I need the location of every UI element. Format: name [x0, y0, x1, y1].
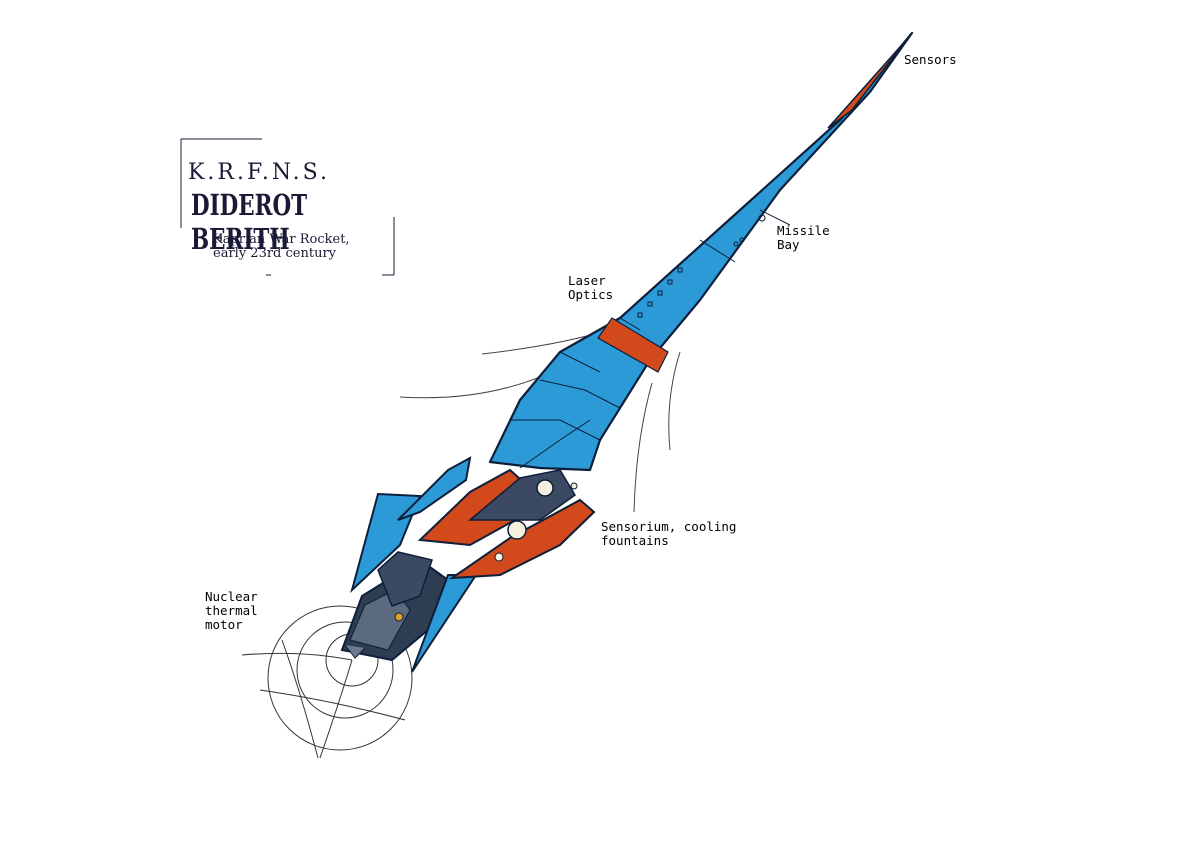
vessel-name: DIDEROT BERITH [191, 188, 308, 256]
label-text: Optics [568, 287, 614, 302]
label-text: motor [205, 617, 243, 632]
label-text: Sensors [904, 52, 957, 67]
label-text: Bay [777, 237, 800, 252]
label-text: fountains [601, 533, 669, 548]
label-text: Missile [777, 223, 830, 238]
label-missile-bay: Missile Bay [777, 224, 830, 252]
sensorium-cluster [417, 468, 596, 580]
subtitle-line: early 23rd century [213, 246, 337, 261]
label-text: Sensorium, cooling [601, 519, 737, 534]
subtitle-line: Kaprian War Rocket, [213, 232, 350, 247]
label-sensors: Sensors [904, 53, 957, 67]
engine-motor [340, 551, 450, 662]
label-text: thermal [205, 603, 258, 618]
exhaust-rings [241, 605, 413, 759]
label-sensorium: Sensorium, cooling fountains [601, 520, 736, 548]
vessel-subtitle: Kaprian War Rocket, early 23rd century [213, 233, 350, 261]
label-text: Laser [568, 273, 606, 288]
label-text: Nuclear [205, 589, 258, 604]
title-frame [180, 138, 395, 276]
label-nuclear-motor: Nuclear thermal motor [205, 590, 258, 632]
main-hull [488, 31, 914, 472]
tail-fins [350, 456, 478, 673]
title-prefix: K.R.F.N.S. [188, 160, 330, 185]
title-block: K.R.F.N.S. DIDEROT BERITH Kaprian War Ro… [178, 138, 398, 278]
label-laser-optics: Laser Optics [568, 274, 613, 302]
